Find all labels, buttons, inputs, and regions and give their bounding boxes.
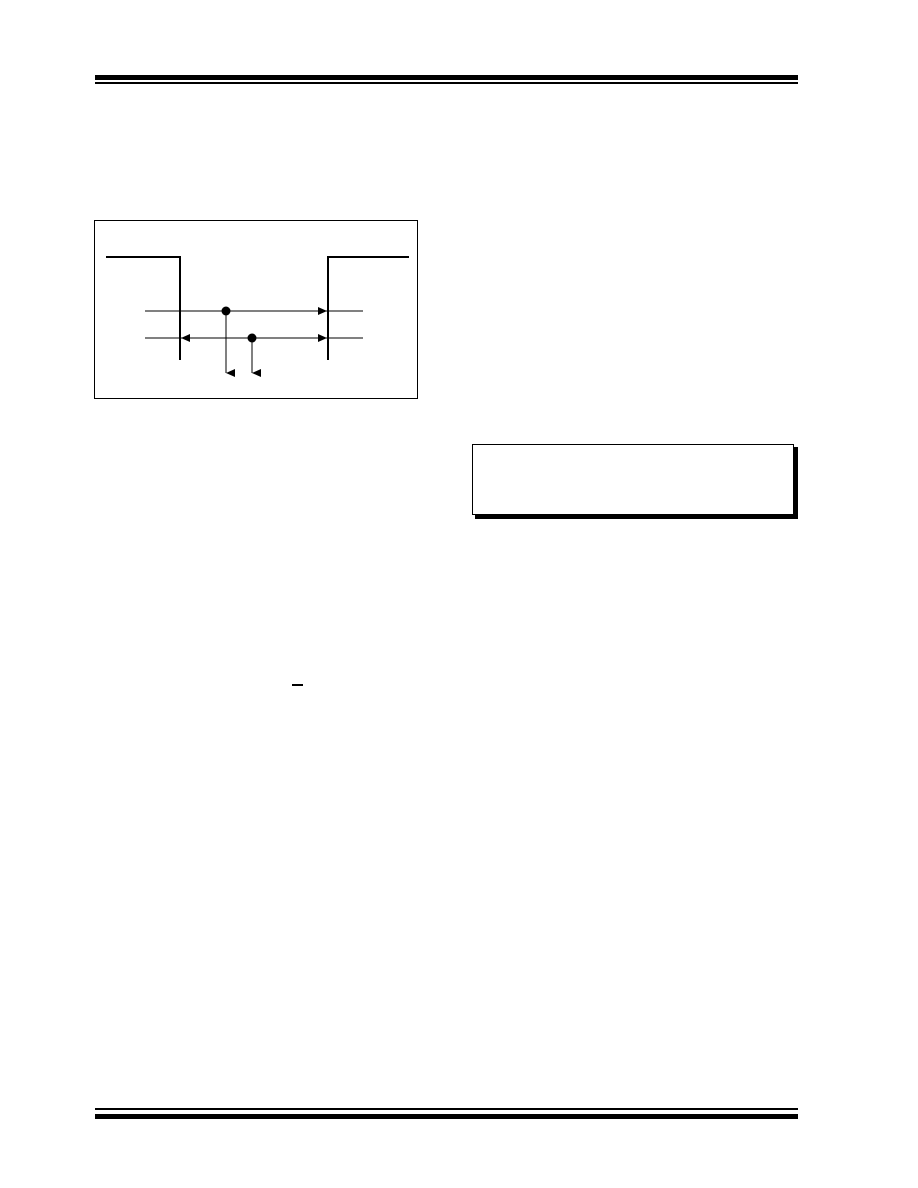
- overbar-mark: [292, 684, 303, 686]
- footer-rule-thick: [95, 1114, 798, 1119]
- note-box-shadow-bottom: [475, 515, 798, 519]
- footer-rule-thin: [95, 1108, 798, 1110]
- pulse-waveform-rising-edge: [327, 256, 409, 360]
- header-rule-thick: [95, 75, 798, 80]
- pulse-waveform: [106, 256, 181, 360]
- timing-diagram-figure: [94, 220, 418, 399]
- note-box: [472, 444, 794, 515]
- header-rule-thin: [95, 82, 798, 84]
- timing-diagram-svg: [106, 256, 409, 377]
- note-box-shadow: [794, 447, 798, 519]
